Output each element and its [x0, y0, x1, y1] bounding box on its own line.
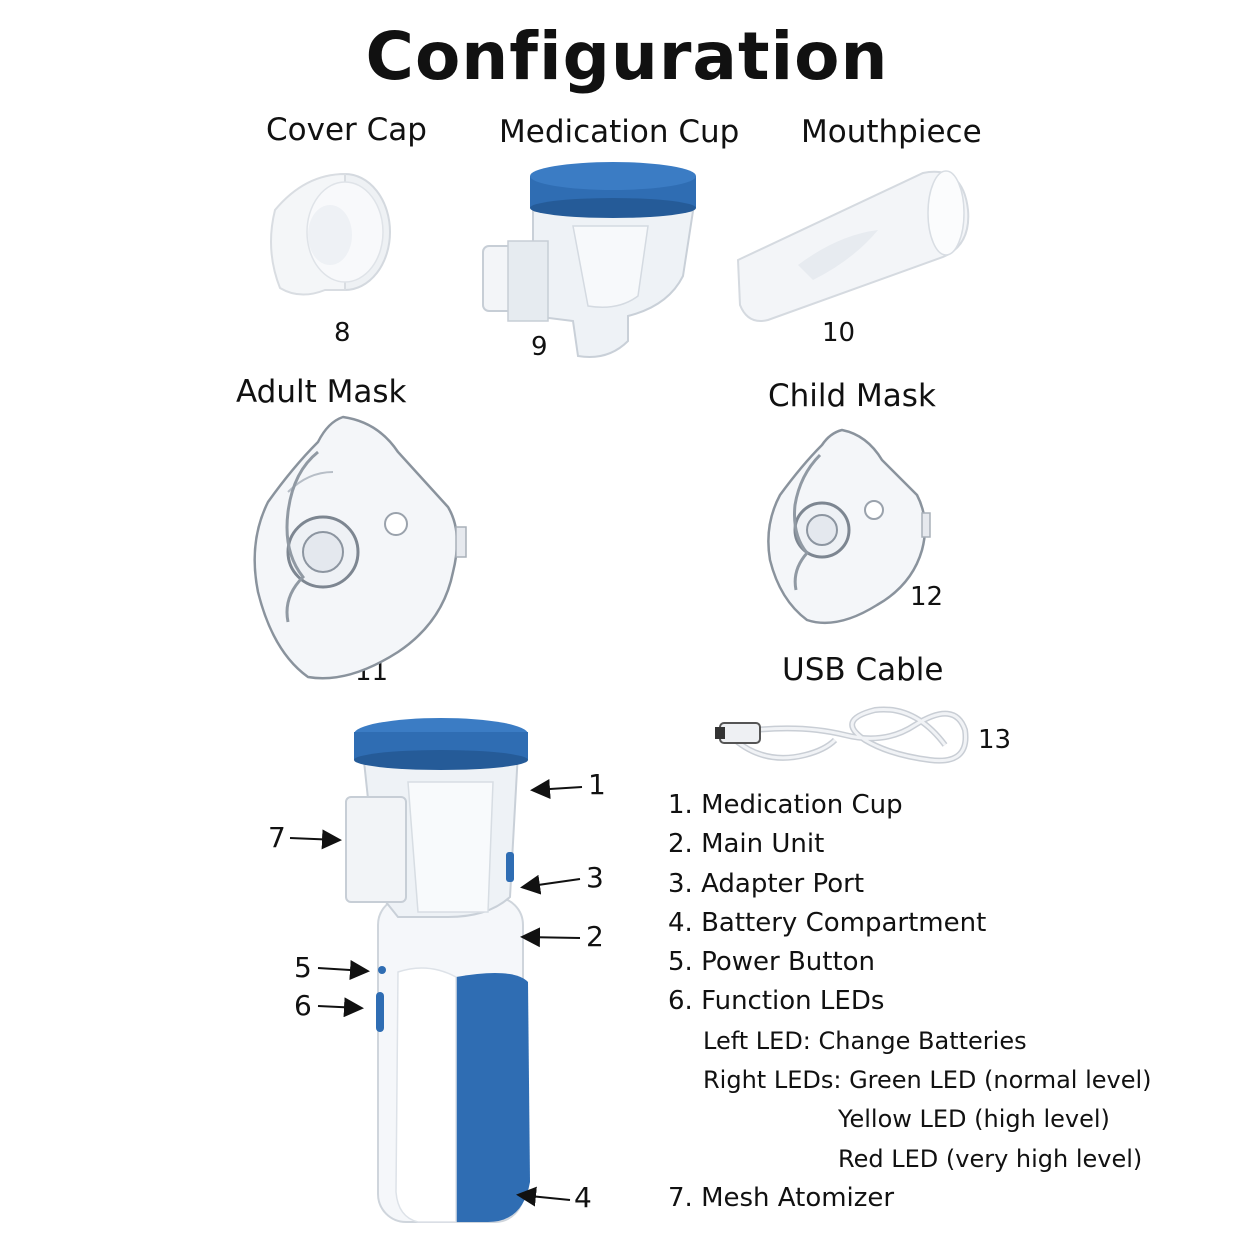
arrow-1: [530, 779, 583, 799]
callout-6: 6: [294, 989, 312, 1022]
usb-cable-number: 13: [978, 725, 1012, 755]
arrow-4: [516, 1186, 571, 1207]
mouthpiece-image: [736, 170, 970, 322]
cover-cap-number: 8: [334, 318, 351, 348]
callout-7: 7: [268, 821, 286, 854]
main-unit-image: [345, 718, 530, 1223]
arrow-3: [520, 874, 581, 895]
medication-cup-image: [482, 162, 696, 358]
usb-cable-label: USB Cable: [782, 652, 944, 688]
legend-item-5: 5. Power Button: [668, 947, 876, 978]
callout-4: 4: [574, 1181, 592, 1214]
cover-cap-label: Cover Cap: [266, 112, 427, 148]
arrow-2: [520, 927, 581, 948]
callout-3: 3: [586, 861, 604, 894]
callout-2: 2: [586, 920, 604, 953]
mouthpiece-label: Mouthpiece: [801, 114, 982, 150]
legend-led-left: Left LED: Change Batteries: [703, 1026, 1027, 1055]
cover-cap-image: [270, 172, 391, 296]
adult-mask-image: [253, 415, 467, 680]
arrow-5: [317, 960, 370, 980]
usb-cable-image: [715, 706, 969, 764]
legend-item-4: 4. Battery Compartment: [668, 907, 987, 938]
adult-mask-label: Adult Mask: [236, 374, 407, 410]
callout-5: 5: [294, 951, 312, 984]
legend-led-right-red: Red LED (very high level): [838, 1144, 1143, 1173]
medication-cup-number: 9: [531, 332, 548, 362]
legend-item-7: 7. Mesh Atomizer: [668, 1182, 895, 1213]
parts-legend: 1. Medication Cup 2. Main Unit 3. Adapte…: [668, 786, 1152, 1218]
page-title: Configuration: [365, 18, 889, 95]
child-mask-number: 12: [910, 582, 944, 612]
legend-item-1: 1. Medication Cup: [668, 790, 903, 820]
legend-item-2: 2. Main Unit: [668, 829, 825, 860]
callout-1: 1: [588, 768, 606, 801]
arrow-6: [317, 997, 364, 1018]
legend-led-right-green: Right LEDs: Green LED (normal level): [703, 1066, 1152, 1095]
medication-cup-label: Medication Cup: [499, 114, 740, 150]
legend-item-6: 6. Function LEDs: [668, 986, 885, 1017]
legend-led-right-yellow: Yellow LED (high level): [838, 1105, 1110, 1134]
mouthpiece-number: 10: [822, 318, 856, 348]
arrow-7: [289, 829, 342, 850]
child-mask-image: [767, 428, 931, 625]
legend-item-3: 3. Adapter Port: [668, 868, 865, 899]
child-mask-label: Child Mask: [768, 378, 936, 414]
